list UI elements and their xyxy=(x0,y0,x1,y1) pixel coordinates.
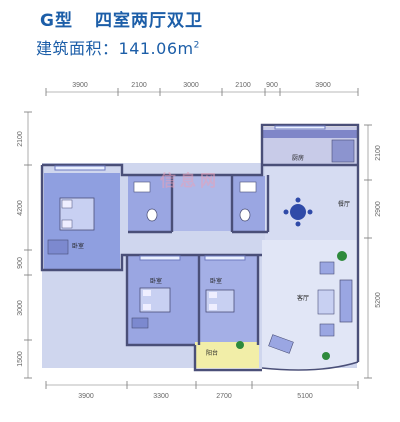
plan-title: G型 四室两厅双卫 xyxy=(40,6,203,31)
lounge-chair-icon xyxy=(268,334,294,354)
dim-right-2: 2900 xyxy=(375,201,382,217)
sink-icon xyxy=(239,181,257,193)
room-label-kitchen: 厨房 xyxy=(292,154,304,162)
dining-area xyxy=(265,165,357,240)
plan-layout: 四室两厅双卫 xyxy=(94,11,203,31)
dimension-lines xyxy=(24,88,372,389)
plant-icon xyxy=(236,341,244,349)
dim-left-4: 3000 xyxy=(17,300,24,316)
toilet-icon xyxy=(146,208,158,222)
furniture xyxy=(47,139,355,360)
dim-bottom-1: 3900 xyxy=(78,393,94,400)
dim-top-1: 3900 xyxy=(72,82,88,89)
dim-top-4: 2100 xyxy=(235,82,251,89)
room-label-balcony: 阳台 xyxy=(206,349,218,357)
area-unit-sup: 2 xyxy=(193,40,200,51)
dim-left-1: 2100 xyxy=(17,131,24,147)
room-label-bedroom-a: 卧室 xyxy=(150,277,162,285)
room-label-bedroom-b: 卧室 xyxy=(210,277,222,285)
dim-right-1: 2100 xyxy=(375,145,382,161)
plant-icon xyxy=(337,251,347,261)
room-label-dining: 餐厅 xyxy=(338,200,350,208)
dining-table-icon xyxy=(290,204,306,220)
dim-left-5: 1500 xyxy=(17,351,24,367)
room-label-master: 卧室 xyxy=(72,242,84,250)
dim-top-2: 2100 xyxy=(131,82,147,89)
balcony-area xyxy=(195,342,259,368)
dim-left-3: 900 xyxy=(17,257,24,269)
sink-icon xyxy=(133,181,151,193)
sofa-icon xyxy=(339,279,353,323)
dim-top-3: 3000 xyxy=(183,82,199,89)
plan-type: G型 xyxy=(40,11,73,31)
coffee-table-icon xyxy=(317,289,335,315)
area-label: 建筑面积： xyxy=(36,39,119,58)
toilet-icon xyxy=(239,208,251,222)
plant-icon xyxy=(322,352,330,360)
dim-bottom-2: 3300 xyxy=(153,393,169,400)
area-unit: m xyxy=(177,39,194,58)
dim-top-6: 3900 xyxy=(315,82,331,89)
dim-left-2: 4200 xyxy=(17,200,24,216)
dim-bottom-3: 2700 xyxy=(216,393,232,400)
dim-right-3: 5200 xyxy=(375,292,382,308)
dim-top-5: 900 xyxy=(266,82,278,89)
watermark: 信息网 xyxy=(160,171,220,190)
walls xyxy=(40,123,360,372)
stove-icon xyxy=(331,139,355,163)
windows xyxy=(54,125,326,261)
dim-bottom-4: 5100 xyxy=(297,393,313,400)
area-line: 建筑面积：141.06m2 xyxy=(36,35,200,59)
room-label-living: 客厅 xyxy=(297,294,309,302)
area-value: 141.06 xyxy=(118,39,178,58)
